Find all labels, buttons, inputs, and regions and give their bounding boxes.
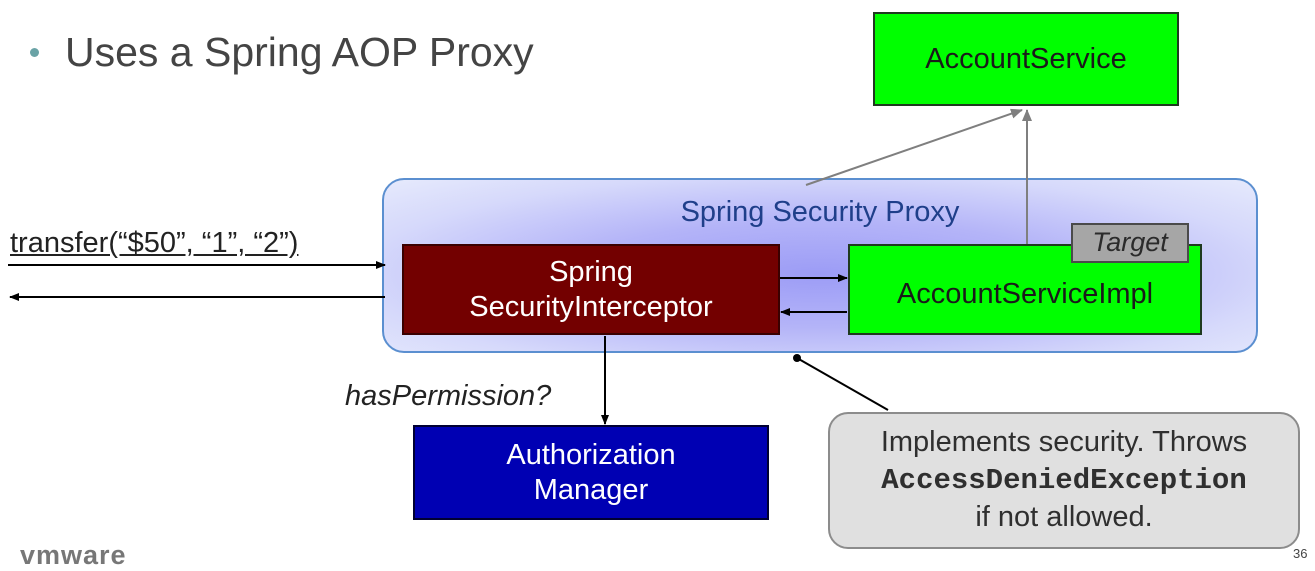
page-number: 36 bbox=[1293, 546, 1308, 561]
authorization-label-line1: Authorization bbox=[506, 439, 676, 472]
transfer-call-label: transfer(“$50”, “1”, “2”) bbox=[10, 227, 299, 259]
account-service-box: AccountService bbox=[873, 12, 1179, 106]
authorization-label-line2: Manager bbox=[533, 473, 649, 506]
account-service-impl-box: AccountServiceImpl bbox=[848, 244, 1202, 335]
account-service-label: AccountService bbox=[925, 42, 1127, 75]
impl-label: AccountServiceImpl bbox=[896, 278, 1154, 311]
callout-line1: Implements security. Throws bbox=[880, 425, 1248, 458]
proxy-title: Spring Security Proxy bbox=[680, 196, 960, 228]
target-tag-label: Target bbox=[1092, 227, 1168, 258]
callout-line3: if not allowed. bbox=[975, 501, 1153, 534]
callout-pointer-line bbox=[796, 357, 889, 411]
bullet-point: Uses a Spring AOP Proxy bbox=[30, 22, 534, 82]
vmware-logo: vmware bbox=[20, 540, 127, 570]
callout-pointer-dot bbox=[793, 354, 801, 362]
proxy-to-accountservice-arrow bbox=[805, 108, 1023, 186]
security-callout: Implements security. Throws AccessDenied… bbox=[828, 412, 1300, 549]
has-permission-label: hasPermission? bbox=[345, 380, 552, 412]
authorization-manager-box: Authorization Manager bbox=[413, 425, 769, 520]
target-tag: Target bbox=[1071, 223, 1189, 263]
callout-exception-name: AccessDeniedException bbox=[881, 463, 1247, 497]
bullet-text: Uses a Spring AOP Proxy bbox=[65, 28, 534, 75]
security-interceptor-box: Spring SecurityInterceptor bbox=[402, 244, 780, 335]
interceptor-label-line1: Spring bbox=[549, 256, 633, 289]
interceptor-label-line2: SecurityInterceptor bbox=[469, 290, 713, 323]
bullet-dot-icon bbox=[30, 47, 39, 57]
